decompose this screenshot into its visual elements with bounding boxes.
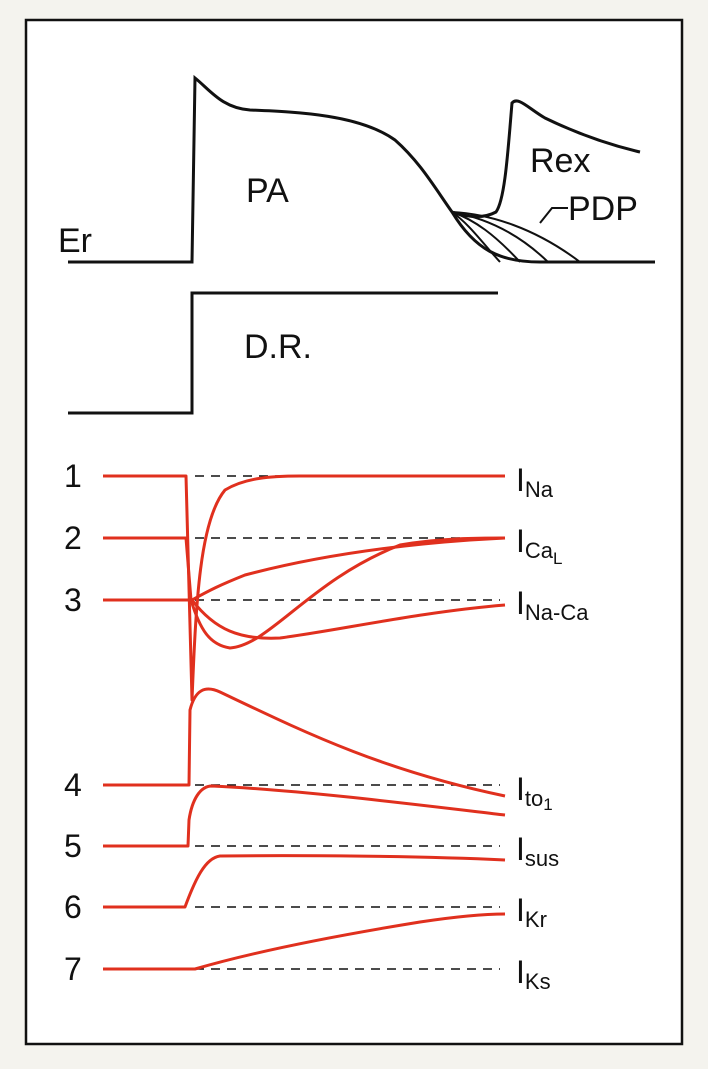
current-number-3: 3 — [64, 582, 82, 618]
pdp-trace-3 — [451, 211, 549, 263]
post-depolarization-label: PDP — [568, 190, 638, 228]
current-number-4: 4 — [64, 767, 82, 803]
current-trace-7 — [103, 912, 506, 971]
pdp-trace-2 — [451, 211, 521, 263]
figure-frame — [24, 18, 684, 1046]
depolarization-label: D.R. — [244, 328, 312, 366]
current-label-7: IKs — [516, 954, 551, 994]
current-label-1: INa — [516, 462, 554, 502]
current-trace-5 — [103, 784, 506, 848]
action-potential-label: PA — [246, 172, 289, 210]
current-label-4: Ito1 — [516, 771, 553, 814]
current-number-5: 5 — [64, 828, 82, 864]
current-number-7: 7 — [64, 951, 82, 987]
reexcitation-label: Rex — [530, 142, 590, 180]
depolarization-step — [68, 291, 498, 415]
current-number-2: 2 — [64, 520, 82, 556]
pdp-trace-1 — [451, 211, 501, 263]
current-number-1: 1 — [64, 458, 82, 494]
pdp-trace-4 — [451, 211, 581, 263]
resting-label: Er — [58, 222, 92, 260]
pdp-pointer-line — [539, 207, 568, 224]
current-trace-1 — [103, 474, 505, 702]
current-trace-4 — [103, 687, 506, 798]
current-label-2: ICaL — [516, 523, 562, 568]
current-label-3: INa-Ca — [516, 585, 589, 625]
current-trace-3 — [103, 536, 506, 602]
reexcitation-trace — [451, 99, 641, 218]
current-traces — [103, 474, 506, 971]
current-trace-2 — [103, 536, 506, 650]
current-trace-3-decay — [190, 599, 506, 640]
action-potential-trace — [68, 74, 655, 264]
current-number-6: 6 — [64, 889, 82, 925]
current-label-6: IKr — [516, 892, 547, 932]
current-label-5: Isus — [516, 831, 559, 871]
current-trace-6 — [103, 854, 506, 909]
